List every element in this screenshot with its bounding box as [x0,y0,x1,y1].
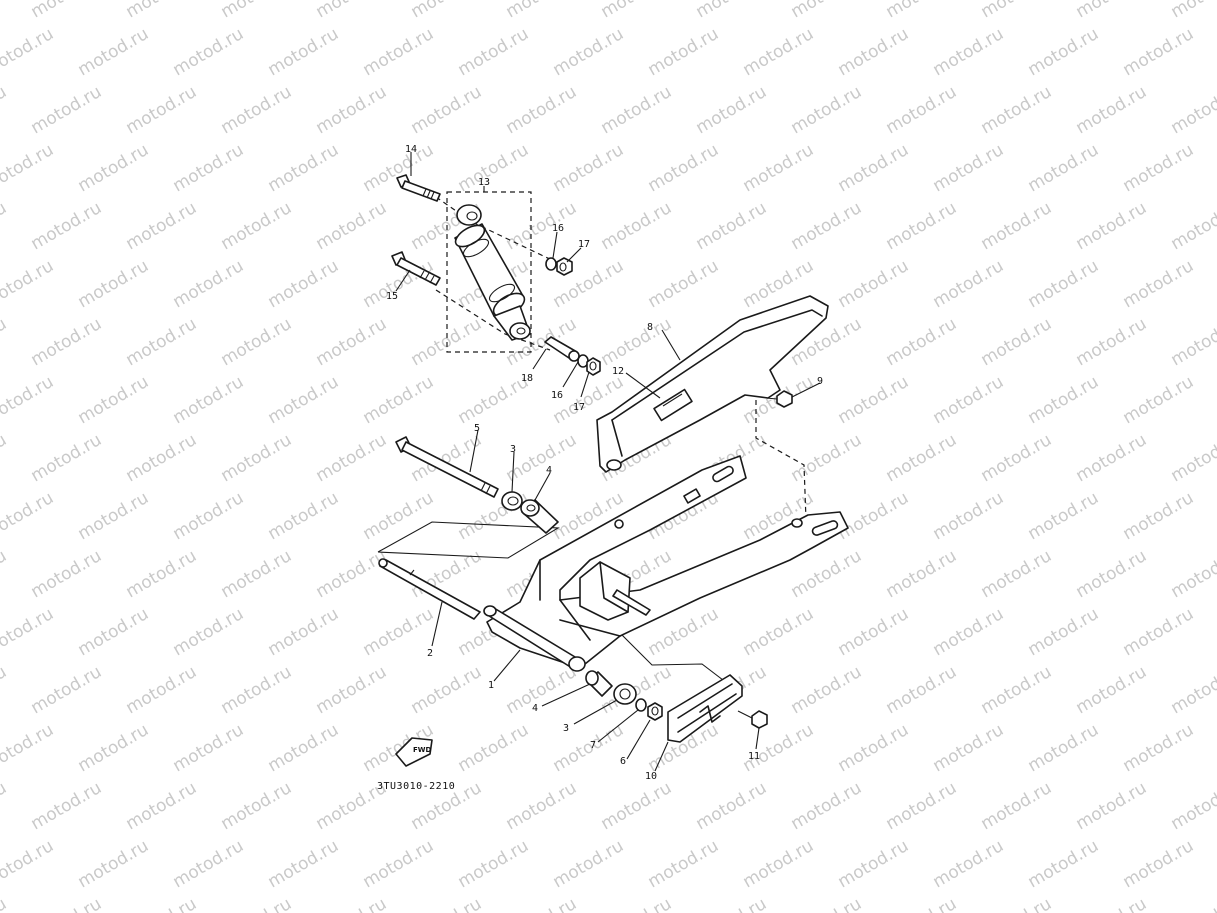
callout-13: 13 [478,177,490,188]
rear-arm [483,455,849,672]
callout-4-lower: 4 [532,703,538,714]
lower-collar-washer-nut [544,336,601,376]
callout-11: 11 [748,751,760,762]
callout-12: 12 [612,366,624,377]
callout-9: 9 [817,376,823,387]
callout-leader-lines [395,152,821,772]
forward-arrow-icon: FWD [395,737,433,767]
callout-1: 1 [488,680,494,691]
callout-10: 10 [645,771,657,782]
fwd-label: FWD [413,746,432,754]
callout-17-upper: 17 [578,239,590,250]
callout-2: 2 [427,648,433,659]
upper-washer-and-nut [545,257,573,276]
callout-8: 8 [647,322,653,333]
chain-case [596,295,829,473]
callout-16-upper: 16 [552,223,564,234]
upper-bearing-and-bushing [501,491,559,534]
lower-bushing-bearing-washer-nut [585,670,663,721]
callout-15: 15 [386,291,398,302]
callout-6: 6 [620,756,626,767]
callout-14: 14 [405,144,417,155]
callout-numbers: 14 13 15 16 17 18 16 17 8 12 9 5 3 4 2 1… [386,144,823,782]
lower-shock-bolt [391,251,441,286]
assembly-reference-lines [377,191,807,694]
pivot-shaft [378,558,481,620]
callout-3-upper: 3 [510,444,516,455]
callout-5: 5 [474,423,480,434]
pivot-shaft-bolt [395,436,499,498]
callout-17-lower: 17 [573,402,585,413]
callout-7: 7 [590,740,596,751]
callout-18: 18 [521,373,533,384]
upper-shock-bolt [396,174,441,202]
chain-slider [667,674,768,743]
callout-4-upper: 4 [546,465,552,476]
callout-16-lower: 16 [551,390,563,401]
drawing-code: 3TU3010-2210 [377,781,455,792]
rear-shock-absorber [454,204,531,341]
callout-3-lower: 3 [563,723,569,734]
